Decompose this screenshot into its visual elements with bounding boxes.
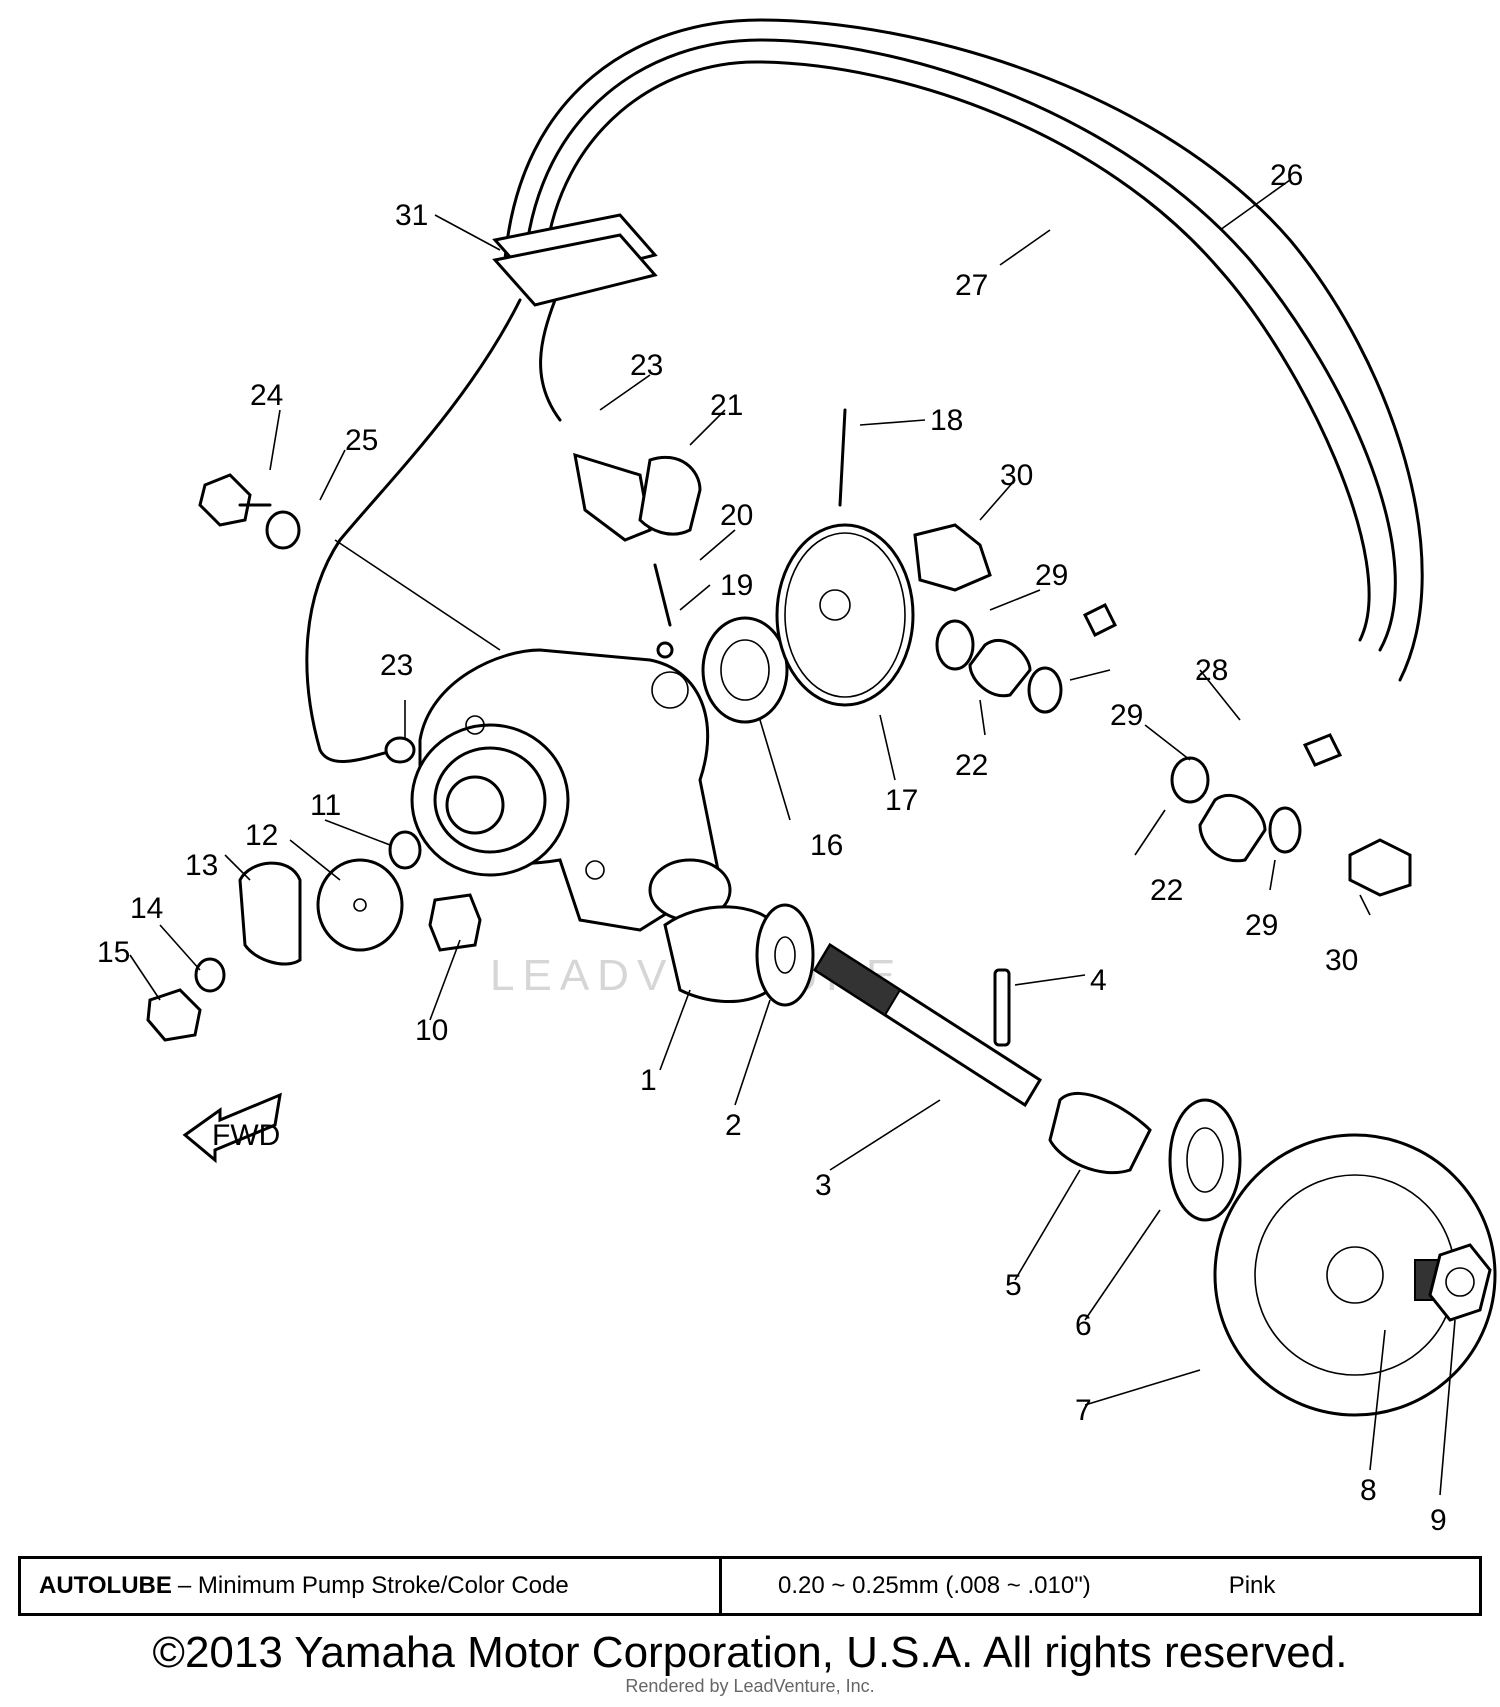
callout-4: 4 [1090, 964, 1107, 997]
callout-1: 1 [640, 1064, 657, 1097]
callout-13: 13 [185, 849, 218, 882]
callout-21: 21 [710, 389, 743, 422]
callout-24: 24 [250, 379, 283, 412]
callout-14: 14 [130, 892, 163, 925]
callout-7: 7 [1075, 1394, 1092, 1427]
pump-gasket [663, 903, 815, 1007]
callout-8: 8 [1360, 1474, 1377, 1507]
callout-23-lower: 23 [380, 649, 413, 682]
spec-color: Pink [1228, 1572, 1276, 1599]
callout-29-a: 29 [1035, 559, 1068, 592]
callout-25: 25 [345, 424, 378, 457]
drive-gear [1213, 1133, 1497, 1417]
left-parts [146, 473, 482, 1042]
callout-5: 5 [1005, 1269, 1022, 1302]
callout-30-lower: 30 [1325, 944, 1358, 977]
spec-table: AUTOLUBE – Minimum Pump Stroke/Color Cod… [18, 1556, 1482, 1616]
leader-lines [129, 179, 1456, 1496]
callout-19: 19 [720, 569, 753, 602]
callout-9: 9 [1430, 1504, 1447, 1537]
fwd-label: FWD [212, 1119, 280, 1152]
callout-17: 17 [885, 784, 918, 817]
exploded-parts-diagram: LEADVENTURE [97, 18, 1497, 1537]
copyright-text: ©2013 Yamaha Motor Corporation, U.S.A. A… [152, 1628, 1348, 1677]
callout-11: 11 [310, 789, 341, 822]
callout-22-upper: 22 [955, 749, 988, 782]
callout-3: 3 [815, 1169, 832, 1202]
rendered-by-text: Rendered by LeadVenture, Inc. [625, 1676, 875, 1696]
callout-12: 12 [245, 819, 278, 852]
oil-hoses [305, 18, 1424, 764]
spec-label-strong: AUTOLUBE [39, 1572, 172, 1599]
callout-22-lower: 22 [1150, 874, 1183, 907]
forward-arrow: FWD [182, 1092, 282, 1164]
callout-23-upper: 23 [630, 349, 663, 382]
pump-shaft [812, 942, 1242, 1222]
gear-and-bearing [701, 523, 915, 724]
callout-27: 27 [955, 269, 988, 302]
callout-30-upper: 30 [1000, 459, 1033, 492]
callout-15: 15 [97, 936, 130, 969]
spec-label-rest: – Minimum Pump Stroke/Color Code [177, 1572, 569, 1599]
callout-28: 28 [1195, 654, 1228, 687]
spec-value-cell: 0.20 ~ 0.25mm (.008 ~ .010") Pink [722, 1559, 1479, 1613]
spec-label-cell: AUTOLUBE – Minimum Pump Stroke/Color Cod… [21, 1559, 722, 1613]
callout-26: 26 [1270, 159, 1303, 192]
small-parts [573, 408, 847, 659]
hose-grommet [492, 213, 658, 307]
callout-16: 16 [810, 829, 843, 862]
callout-6: 6 [1075, 1309, 1092, 1342]
callout-18: 18 [930, 404, 963, 437]
callout-10: 10 [415, 1014, 448, 1047]
callout-31: 31 [395, 199, 428, 232]
pump-body [410, 648, 732, 932]
callout-2: 2 [725, 1109, 742, 1142]
callout-numbers: 1 2 3 4 5 6 7 8 9 10 11 12 13 14 15 16 1… [97, 159, 1447, 1537]
callout-20: 20 [720, 499, 753, 532]
callout-29-c: 29 [1245, 909, 1278, 942]
callout-29-b: 29 [1110, 699, 1143, 732]
spec-value: 0.20 ~ 0.25mm (.008 ~ .010") [778, 1572, 1091, 1599]
outlet-fittings [913, 523, 1412, 897]
